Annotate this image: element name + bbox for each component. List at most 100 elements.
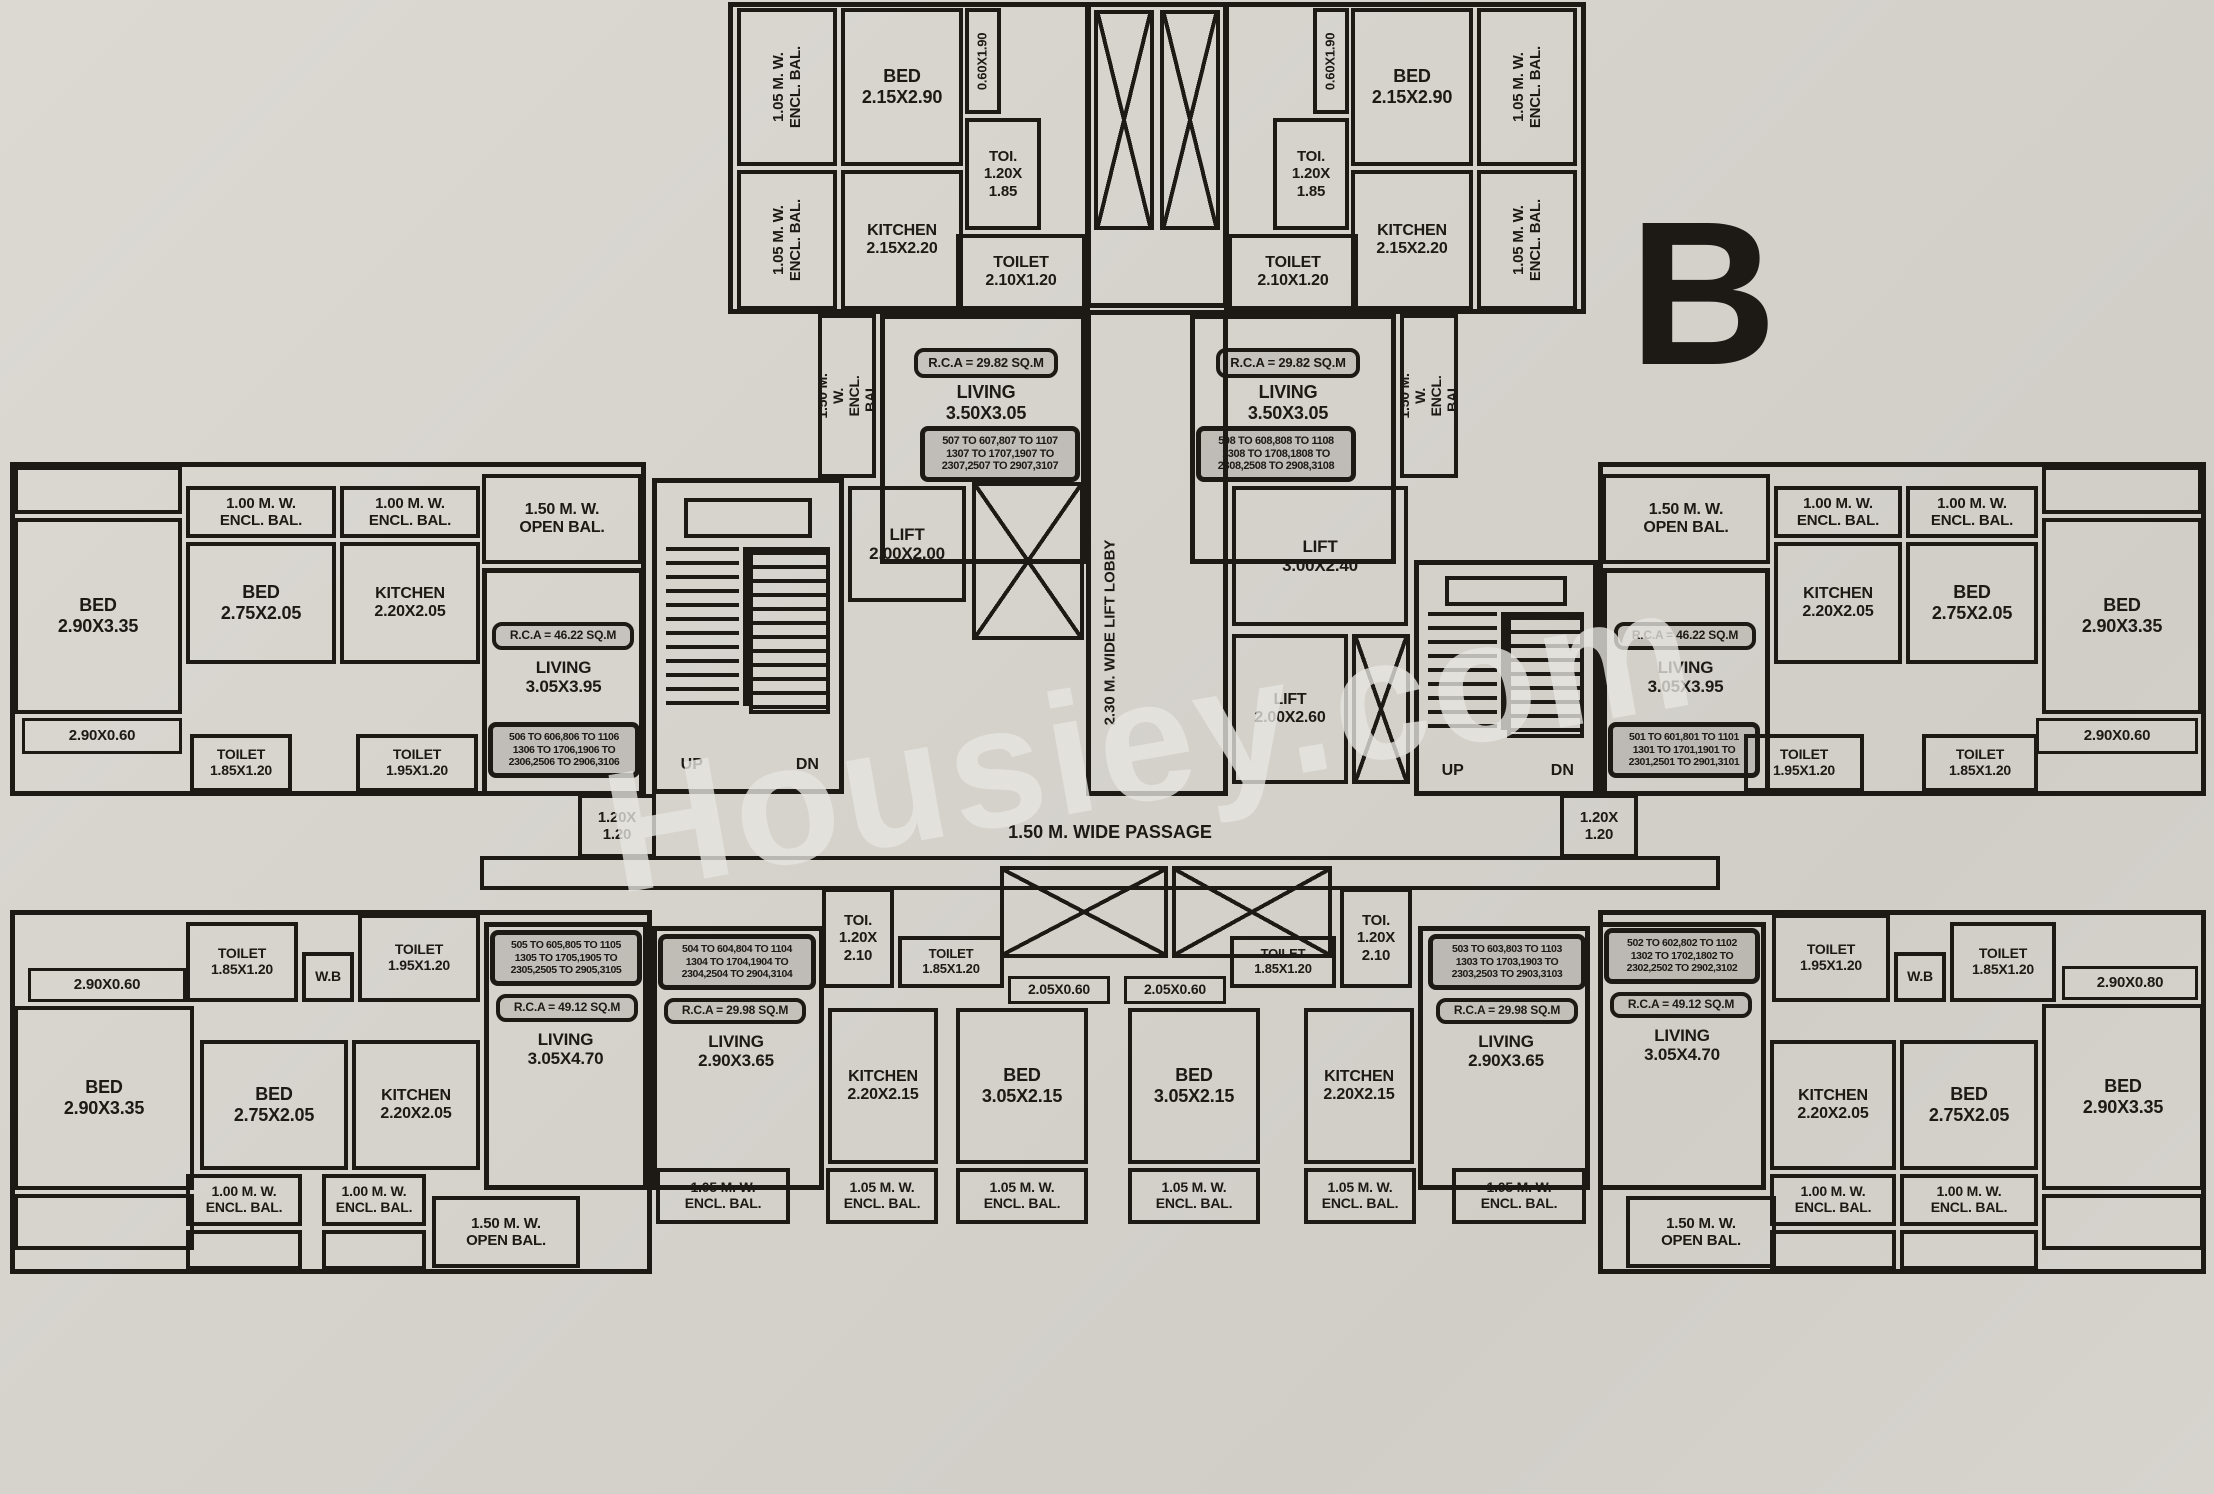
kitchen-room: KITCHEN 2.15X2.20 [1351, 170, 1473, 310]
unit-numbers: 502 TO 602,802 TO 1102 1302 TO 1702,1802… [1604, 928, 1760, 984]
living-label: LIVING 2.90X3.65 [1436, 1030, 1576, 1072]
lift: LIFT 3.00X2.40 [1232, 486, 1408, 626]
living-label: LIVING 3.50X3.05 [1204, 382, 1372, 424]
balcony-strip: 2.90X0.60 [28, 968, 186, 1002]
toilet-room-label: TOILET 1.85X1.20 [210, 945, 274, 977]
living-label-label: LIVING 3.50X3.05 [945, 382, 1027, 423]
encl-balcony: 1.00 M. W. ENCL. BAL. [1906, 486, 2038, 538]
bed-room-label: BED 2.90X3.35 [63, 1077, 145, 1118]
wing-shell [1598, 462, 2206, 796]
toi-room: TOI. 1.20X 1.85 [1273, 118, 1349, 230]
bed-room: BED 2.90X3.35 [14, 1006, 194, 1190]
encl-balcony-label: 1.00 M. W. ENCL. BAL. [335, 1183, 413, 1215]
toilet-room-label: TOILET 1.85X1.20 [1971, 945, 2035, 977]
toilet-room: TOILET 1.95X1.20 [358, 914, 480, 1002]
bed-room-label: BED 3.05X2.15 [981, 1065, 1063, 1106]
encl-balcony: 1.00 M. W. ENCL. BAL. [340, 486, 480, 538]
bed-room-label: BED 2.75X2.05 [1928, 1084, 2010, 1125]
toilet-room: TOILET 1.95X1.20 [1772, 914, 1890, 1002]
encl-balcony: 1.05 M. W. ENCL. BAL. [737, 8, 837, 166]
balcony-strip: 0.60X1.90 [1313, 8, 1349, 114]
stair-flight [749, 547, 830, 715]
unit-numbers-label: 507 TO 607,807 TO 1107 1307 TO 1707,1907… [941, 434, 1059, 473]
living-label-label: LIVING 3.05X3.95 [525, 657, 602, 696]
balcony-strip: 2.90X0.60 [2036, 718, 2198, 754]
bed-room: BED 2.90X3.35 [2042, 1004, 2204, 1190]
kitchen-room-label: KITCHEN 2.20X2.15 [1323, 1067, 1395, 1103]
balcony-strip: 2.90X0.60 [22, 718, 182, 754]
encl-balcony: 1.00 M. W. ENCL. BAL. [322, 1174, 426, 1226]
balcony-strip [2042, 466, 2202, 514]
kitchen-room-label: KITCHEN 2.20X2.05 [374, 584, 446, 620]
encl-balcony-label: 1.05 M. W. ENCL. BAL. [1155, 1179, 1233, 1211]
bed-room-label: BED 2.90X3.35 [57, 595, 139, 636]
bed-room: BED 3.05X2.15 [956, 1008, 1088, 1164]
unit-numbers-label: 505 TO 605,805 TO 1105 1305 TO 1705,1905… [510, 939, 622, 977]
bed-room-label: BED 2.75X2.05 [220, 582, 302, 623]
toilet-room-label: TOILET 2.10X1.20 [1257, 253, 1329, 289]
rca-box-label: R.C.A = 29.98 SQ.M [1453, 1003, 1561, 1018]
kitchen-room-label: KITCHEN 2.20X2.15 [847, 1067, 919, 1103]
bed-room: BED 2.75X2.05 [200, 1040, 348, 1170]
balcony-strip [1770, 1230, 1896, 1270]
stair-flight [1506, 612, 1585, 738]
encl-balcony: 1.05 M. W. ENCL. BAL. [737, 170, 837, 310]
bed-room-label: BED 2.75X2.05 [233, 1084, 315, 1125]
encl-balcony-label: 1.05 M. W. ENCL. BAL. [1480, 1179, 1558, 1211]
encl-balcony-label: 1.05 M. W. ENCL. BAL. [1321, 1179, 1399, 1211]
toi-room-label: TOI. 1.20X 1.85 [983, 148, 1023, 200]
rca-box-label: R.C.A = 29.82 SQ.M [1230, 354, 1346, 370]
rca-box-label: R.C.A = 46.22 SQ.M [509, 628, 617, 643]
balcony-strip-label: 2.90X0.60 [2083, 727, 2151, 745]
bed-room: BED 2.75X2.05 [1906, 542, 2038, 664]
stair-flight [1427, 612, 1498, 730]
passage-label: 1.50 M. WIDE PASSAGE [1008, 821, 1212, 842]
rca-box-label: R.C.A = 29.82 SQ.M [928, 354, 1044, 370]
balcony-strip [322, 1230, 426, 1270]
bed-room: BED 2.75X2.05 [1900, 1040, 2038, 1170]
balcony-strip-label: 0.60X1.90 [1322, 32, 1338, 90]
living-label-label: LIVING 2.90X3.65 [698, 1031, 774, 1070]
balcony-strip-label: 2.90X0.80 [2096, 974, 2164, 992]
stair-down-label: DN [795, 755, 819, 773]
balcony-strip [186, 1230, 302, 1270]
encl-balcony-label: 1.05 M. W. ENCL. BAL. [983, 1179, 1061, 1211]
rca-box-label: R.C.A = 49.12 SQ.M [513, 1000, 621, 1015]
toilet-room-label: TOILET 1.85X1.20 [1254, 946, 1312, 976]
toilet-room: TOILET 1.95X1.20 [1744, 734, 1864, 792]
encl-balcony-label: 1.00 M. W. ENCL. BAL. [219, 494, 303, 529]
duct [1094, 10, 1154, 230]
stair-divider [1500, 612, 1512, 730]
duct [1352, 634, 1410, 784]
duct-box-label: 1.20X 1.20 [1579, 808, 1619, 843]
bed-room-label: BED 2.75X2.05 [1931, 582, 2013, 623]
balcony-strip-label: 2.05X0.60 [1027, 981, 1091, 998]
encl-balcony-label: 1.50 M. W. ENCL. BAL. [818, 373, 876, 419]
toi-room-label: TOI. 1.20X 2.10 [838, 912, 878, 964]
toilet-room-label: TOILET 1.95X1.20 [387, 941, 451, 973]
bed-room: BED 2.90X3.35 [14, 518, 182, 714]
open-balcony: 1.50 M. W. OPEN BAL. [482, 474, 642, 564]
encl-balcony: 1.50 M. W. ENCL. BAL. [1400, 314, 1458, 478]
balcony-strip [2042, 1194, 2204, 1250]
toilet-room: TOILET 1.95X1.20 [356, 734, 478, 792]
balcony-strip [14, 466, 182, 514]
living-label: LIVING 3.05X4.70 [1612, 1024, 1752, 1066]
rca-box: R.C.A = 46.22 SQ.M [492, 622, 634, 650]
living-label: LIVING 3.50X3.05 [902, 382, 1070, 424]
balcony-strip-label: 2.05X0.60 [1143, 981, 1207, 998]
duct [1000, 866, 1168, 958]
bed-room: BED 2.90X3.35 [2042, 518, 2202, 714]
balcony-strip: 2.90X0.80 [2062, 966, 2198, 1000]
living-label-label: LIVING 3.05X3.95 [1647, 657, 1724, 696]
bed-room: BED 2.15X2.90 [1351, 8, 1473, 166]
lift-label: LIFT 2.00X2.60 [1254, 690, 1326, 726]
unit-numbers-label: 504 TO 604,804 TO 1104 1304 TO 1704,1904… [681, 943, 793, 981]
unit-numbers: 506 TO 606,806 TO 1106 1306 TO 1706,1906… [488, 722, 640, 778]
living-label: LIVING 3.05X3.95 [496, 656, 631, 698]
wash-basin: W.B [1894, 952, 1946, 1002]
rca-box: R.C.A = 29.98 SQ.M [1436, 998, 1578, 1024]
